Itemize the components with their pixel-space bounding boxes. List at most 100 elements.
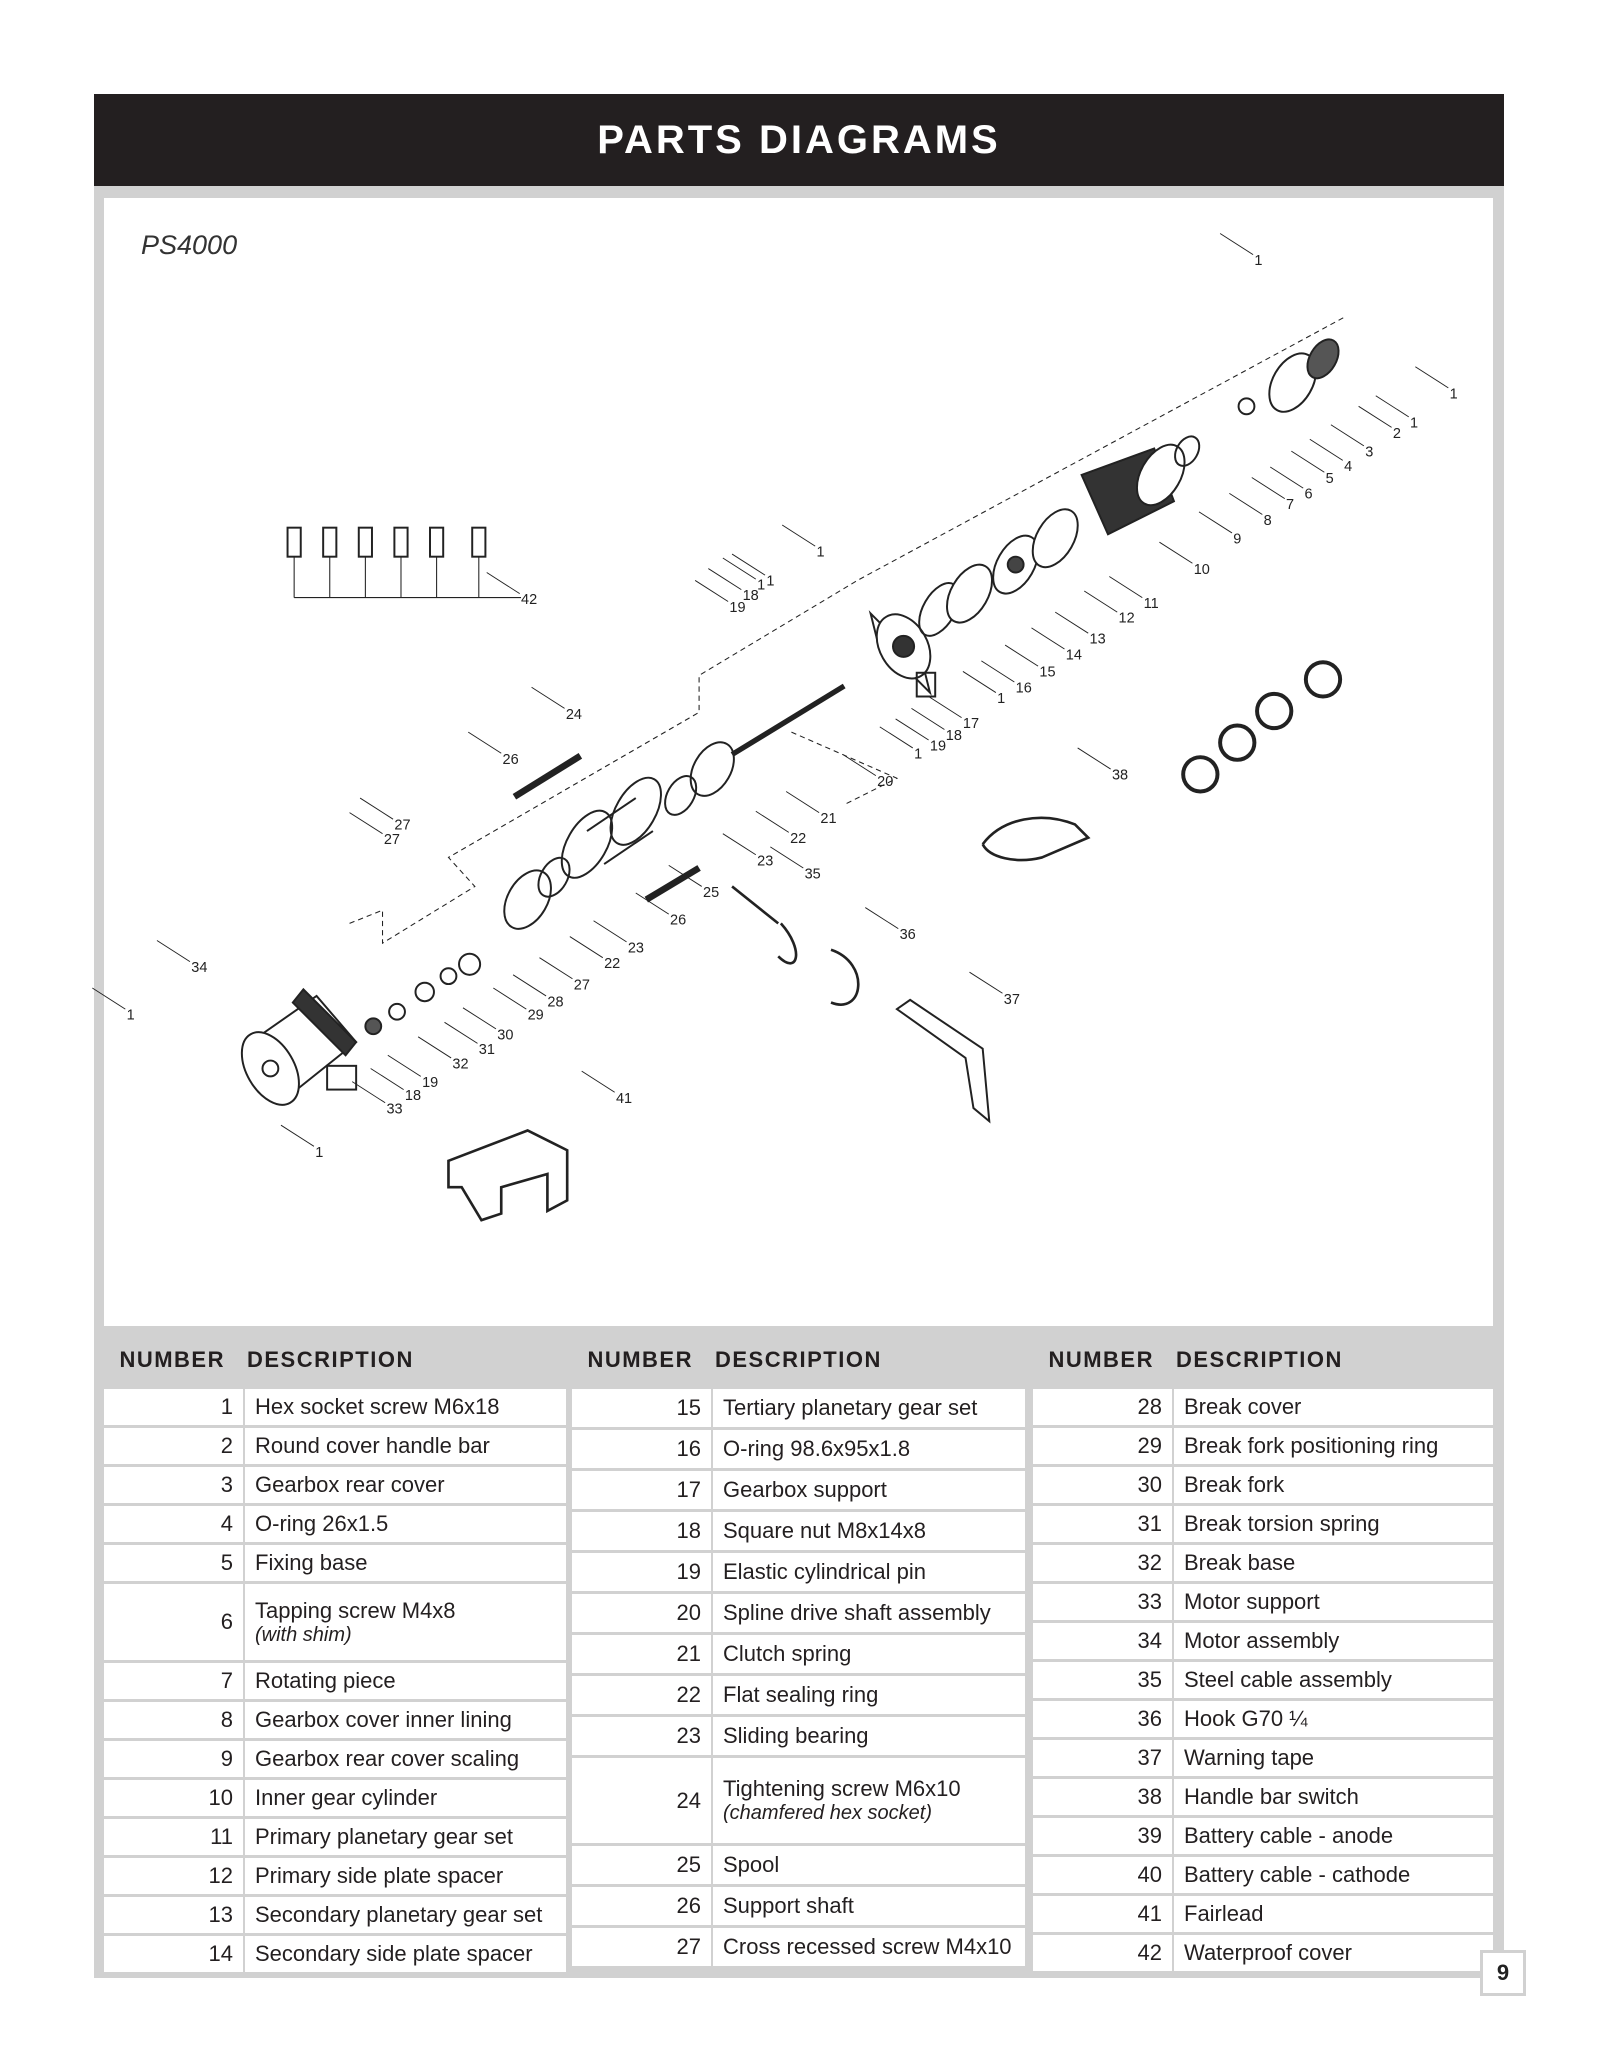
- part-description-cell: Cross recessed screw M4x10: [713, 1928, 1012, 1966]
- part-number: 41: [1033, 1896, 1174, 1932]
- part-number: 28: [1033, 1389, 1174, 1425]
- part-description: Break fork positioning ring: [1184, 1433, 1439, 1458]
- part-description: Break torsion spring: [1184, 1511, 1380, 1536]
- number-header: NUMBER: [119, 1347, 225, 1372]
- part-number: 33: [1033, 1584, 1174, 1620]
- table-row: 37 Warning tape: [1033, 1740, 1493, 1779]
- part-description: Inner gear cylinder: [255, 1785, 438, 1810]
- part-description-cell: Break cover: [1174, 1389, 1301, 1425]
- part-description-cell: Square nut M8x14x8: [713, 1512, 926, 1550]
- part-number: 14: [104, 1936, 245, 1972]
- part-description-cell: Motor assembly: [1174, 1623, 1339, 1659]
- description-header: DESCRIPTION: [247, 1347, 414, 1372]
- part-number: 13: [104, 1897, 245, 1933]
- part-description-cell: O-ring 26x1.5: [245, 1506, 388, 1542]
- part-description-cell: Motor support: [1174, 1584, 1320, 1620]
- part-number: 11: [104, 1819, 245, 1855]
- part-description-cell: Hex socket screw M6x18: [245, 1389, 500, 1425]
- part-description-cell: Rotating piece: [245, 1663, 396, 1699]
- part-description-cell: Secondary planetary gear set: [245, 1897, 542, 1933]
- part-description-cell: Gearbox rear cover: [245, 1467, 445, 1503]
- part-description: Square nut M8x14x8: [723, 1518, 927, 1543]
- number-header: NUMBER: [1048, 1347, 1154, 1372]
- part-description-cell: Fairlead: [1174, 1896, 1263, 1932]
- part-description-cell: Secondary side plate spacer: [245, 1936, 533, 1972]
- part-description: Warning tape: [1184, 1745, 1315, 1770]
- table-row: 23 Sliding bearing: [572, 1717, 1025, 1758]
- part-description: Rotating piece: [255, 1668, 396, 1693]
- part-description: Tightening screw M6x10: [723, 1776, 961, 1801]
- part-number: 4: [104, 1506, 245, 1542]
- part-number: 7: [104, 1663, 245, 1699]
- part-description-cell: Gearbox cover inner lining: [245, 1702, 512, 1738]
- part-number: 12: [104, 1858, 245, 1894]
- part-description-cell: Primary planetary gear set: [245, 1819, 513, 1855]
- part-number: 18: [572, 1512, 713, 1550]
- part-description-cell: Support shaft: [713, 1887, 854, 1925]
- part-description: O-ring 26x1.5: [255, 1511, 389, 1536]
- part-description-cell: Round cover handle bar: [245, 1428, 490, 1464]
- part-number: 9: [104, 1741, 245, 1777]
- table-row: 9 Gearbox rear cover scaling: [104, 1741, 566, 1780]
- model-label: PS4000: [141, 230, 238, 260]
- part-number: 23: [572, 1717, 713, 1755]
- part-description: Gearbox rear cover: [255, 1472, 445, 1497]
- page-header: PARTS DIAGRAMS: [94, 94, 1504, 186]
- part-number: 3: [104, 1467, 245, 1503]
- part-number: 30: [1033, 1467, 1174, 1503]
- part-description-cell: O-ring 98.6x95x1.8: [713, 1430, 910, 1468]
- part-description: Clutch spring: [723, 1641, 852, 1666]
- part-description: Hex socket screw M6x18: [255, 1394, 500, 1419]
- part-description-cell: Handle bar switch: [1174, 1779, 1359, 1815]
- part-number: 22: [572, 1676, 713, 1714]
- part-number: 19: [572, 1553, 713, 1591]
- part-description: Secondary planetary gear set: [255, 1902, 543, 1927]
- part-description: Gearbox support: [723, 1477, 887, 1502]
- part-description: Sliding bearing: [723, 1723, 869, 1748]
- part-number: 25: [572, 1846, 713, 1884]
- part-number: 31: [1033, 1506, 1174, 1542]
- diagram-panel: [104, 198, 1493, 1326]
- part-description-cell: Tertiary planetary gear set: [713, 1389, 977, 1427]
- part-description: Elastic cylindrical pin: [723, 1559, 926, 1584]
- table-row: 13 Secondary planetary gear set: [104, 1897, 566, 1936]
- page-number: 9: [1480, 1950, 1526, 1996]
- part-description: Gearbox rear cover scaling: [255, 1746, 520, 1771]
- part-description: Tapping screw M4x8: [255, 1597, 456, 1623]
- part-number: 15: [572, 1389, 713, 1427]
- part-description-cell: Elastic cylindrical pin: [713, 1553, 926, 1591]
- part-number: 20: [572, 1594, 713, 1632]
- part-number: 1: [104, 1389, 245, 1425]
- part-description-cell: Inner gear cylinder: [245, 1780, 437, 1816]
- part-description-cell: Flat sealing ring: [713, 1676, 878, 1714]
- part-description: Primary side plate spacer: [255, 1863, 504, 1888]
- part-number: 37: [1033, 1740, 1174, 1776]
- part-number: 5: [104, 1545, 245, 1581]
- part-number: 40: [1033, 1857, 1174, 1893]
- part-description: Steel cable assembly: [1184, 1667, 1392, 1692]
- part-description: Cross recessed screw M4x10: [723, 1934, 1012, 1959]
- part-description-cell: Break fork: [1174, 1467, 1284, 1503]
- part-description-cell: Hook G70 ¼: [1174, 1701, 1308, 1737]
- part-description: Break fork: [1184, 1472, 1285, 1497]
- table-row: 1 Hex socket screw M6x18: [104, 1389, 566, 1428]
- part-description: Hook G70 ¼: [1184, 1706, 1308, 1731]
